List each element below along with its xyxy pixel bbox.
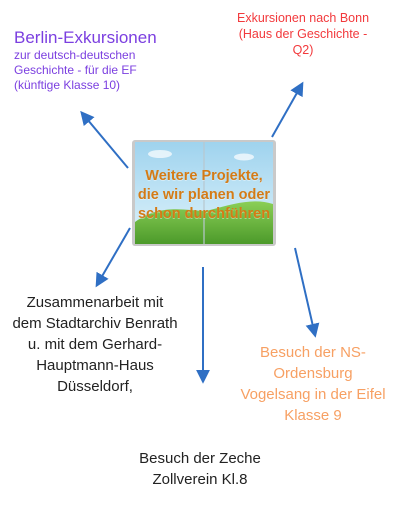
arrow-to-berlin [80,110,129,169]
node-stadtarchiv: Zusammenarbeit mit dem Stadtarchiv Benra… [12,294,178,395]
book-image [132,140,276,246]
berlin-subtitle: zur deutsch-deutschen Geschichte - für d… [14,48,137,92]
arrow-to-stadtarchiv [95,227,131,288]
berlin-title: Berlin-Exkursionen [14,28,157,47]
node-bonn-exkursionen: Exkursionen nach Bonn (Haus der Geschich… [236,11,370,57]
node-zeche-zollverein: Besuch der Zeche Zollverein Kl.8 [139,450,261,488]
center-label: Weitere Projekte, die wir planen oder sc… [137,167,271,222]
arrow-to-bonn [271,81,304,138]
arrow-to-ns-ordensburg [294,247,320,338]
node-ns-ordensburg: Besuch der NS-Ordensburg Vogelsang in de… [240,344,386,424]
node-berlin-exkursionen: Berlin-Exkursionen zur deutsch-deutschen… [14,28,184,93]
